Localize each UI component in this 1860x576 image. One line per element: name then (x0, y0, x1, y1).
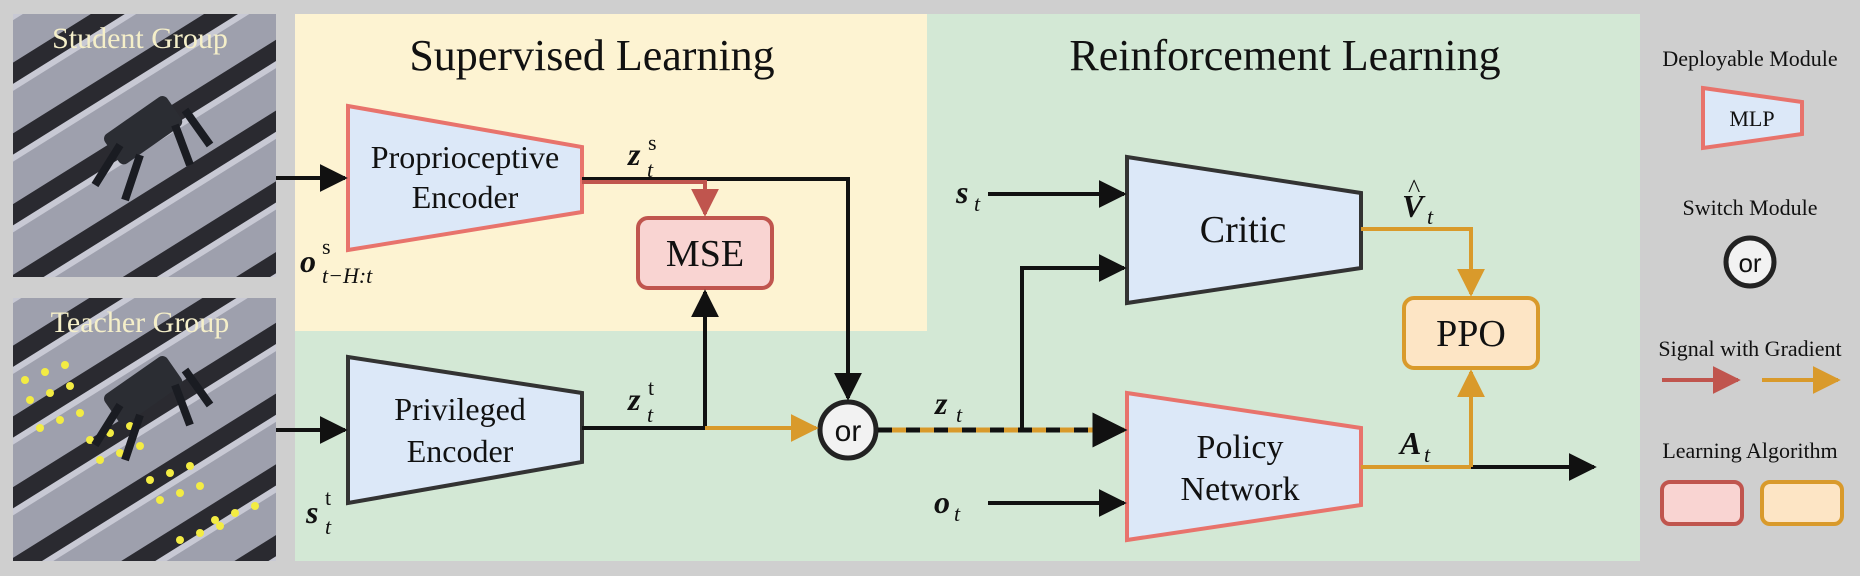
proprio-label-line2: Encoder (412, 179, 519, 215)
policy-label-line1: Policy (1197, 429, 1284, 466)
svg-text:t: t (325, 485, 331, 510)
label-z-t: z t (934, 385, 963, 427)
label-o-history: o s t−H:t (300, 234, 373, 288)
svg-text:^: ^ (1408, 174, 1420, 203)
arrow-zt-to-critic (1020, 254, 1127, 430)
legend-mlp-shape (1701, 85, 1804, 151)
label-s-privileged: s t t (305, 485, 332, 539)
critic-network (1125, 154, 1363, 306)
privileged-label-line2: Encoder (407, 433, 514, 469)
label-action: A t (1398, 425, 1431, 467)
svg-text:t: t (648, 375, 654, 400)
arrow-value-to-ppo (1361, 227, 1485, 297)
svg-text:t: t (954, 501, 961, 526)
student-group-label: Student Group (52, 22, 228, 55)
svg-text:s: s (305, 494, 318, 530)
svg-text:t−H:t: t−H:t (322, 263, 373, 288)
teacher-photo (13, 298, 276, 561)
legend-learning-title: Learning Algorithm (1662, 438, 1837, 463)
svg-text:A: A (1398, 425, 1421, 461)
svg-text:t: t (647, 157, 654, 182)
teacher-group-label: Teacher Group (51, 306, 230, 339)
reinforcement-title: Reinforcement Learning (1069, 31, 1500, 80)
svg-text:t: t (1427, 204, 1434, 229)
mse-label: MSE (666, 233, 744, 275)
svg-text:o: o (300, 243, 316, 279)
policy-label-line2: Network (1181, 471, 1300, 508)
student-photo (13, 14, 276, 277)
svg-text:t: t (647, 402, 654, 427)
critic-label: Critic (1200, 209, 1287, 251)
svg-text:z: z (627, 381, 641, 417)
switch-or (817, 399, 879, 461)
svg-text:z: z (627, 136, 641, 172)
label-value-hat: V ^ t (1402, 174, 1434, 229)
svg-text:t: t (956, 402, 963, 427)
svg-text:t: t (974, 191, 981, 216)
legend-gradient-title: Signal with Gradient (1658, 336, 1841, 361)
svg-text:t: t (1424, 442, 1431, 467)
svg-text:t: t (325, 514, 332, 539)
svg-text:o: o (934, 484, 950, 520)
switch-or-label: or (835, 415, 862, 448)
svg-text:s: s (322, 234, 331, 259)
legend-rl-algo (1760, 480, 1844, 526)
legend-switch-icon (1723, 235, 1777, 289)
proprioceptive-encoder (346, 103, 584, 253)
ppo-label: PPO (1436, 313, 1506, 355)
ppo-block (1402, 296, 1540, 370)
arrow-zs-to-switch (582, 177, 862, 401)
legend: Deployable Module MLP Switch Module or S… (1658, 46, 1844, 526)
svg-text:V: V (1402, 188, 1426, 224)
label-z-teacher: z t t (627, 375, 654, 427)
label-s-t: s t (955, 174, 981, 216)
legend-deployable-title: Deployable Module (1662, 46, 1837, 71)
supervised-title: Supervised Learning (409, 31, 774, 80)
arrow-zs-to-mse (582, 180, 719, 217)
policy-network (1125, 390, 1363, 543)
legend-switch-title: Switch Module (1682, 195, 1817, 220)
privileged-label-line1: Privileged (394, 391, 526, 427)
svg-text:s: s (955, 174, 968, 210)
svg-text:z: z (934, 385, 948, 421)
proprio-label-line1: Proprioceptive (371, 139, 559, 175)
label-z-student: z s t (627, 130, 657, 182)
mse-block (636, 216, 774, 290)
legend-switch-symbol: or (1738, 248, 1761, 278)
svg-text:s: s (648, 130, 657, 155)
privileged-encoder (346, 354, 584, 506)
legend-mlp-label: MLP (1729, 106, 1774, 131)
legend-supervised-algo (1660, 480, 1744, 526)
label-o-t: o t (934, 484, 961, 526)
